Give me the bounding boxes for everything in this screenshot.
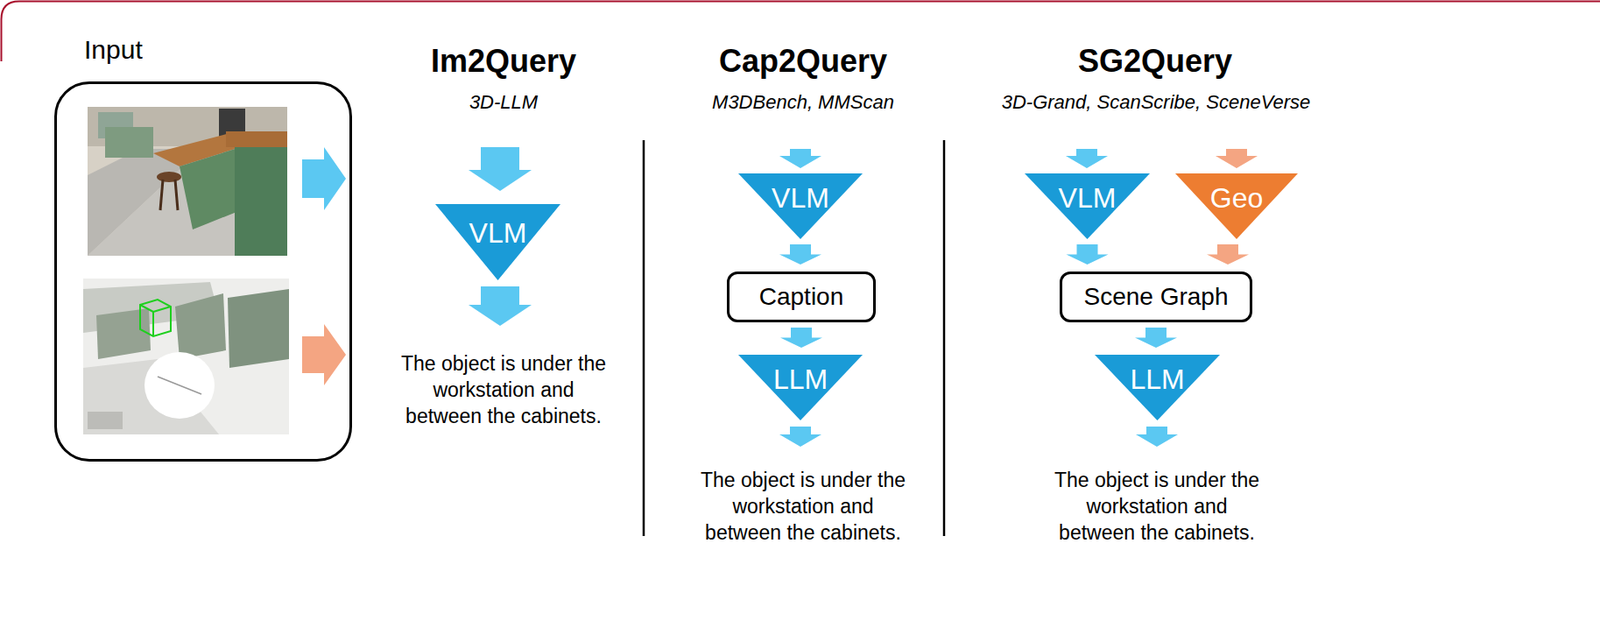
flow-connector [1206,244,1249,265]
triangle-fill [1175,173,1298,240]
flow-arrow [779,426,822,447]
output-text: The object is under the workstation and … [698,466,908,546]
flow-arrow [468,147,532,191]
column-title: SG2Query [953,42,1357,80]
triangle-fill [1024,173,1150,240]
output-text: The object is under the workstation and … [399,350,608,430]
flow-connector [779,244,822,265]
node-text: LLM [773,365,828,395]
column-subtitle: 3D-Grand, ScanScribe, SceneVerse [954,91,1358,114]
panel-heading: Input [84,35,143,65]
process-box: Scene Graph [1059,271,1253,323]
process-triangle: VLM [435,204,561,281]
process-triangle: LLM [1094,354,1220,421]
input-point-cloud [83,278,289,435]
flow-arrow [1135,426,1178,447]
process-triangle: LLM [738,354,863,421]
column-subtitle: M3DBench, MMScan [662,91,944,114]
triangle-fill [738,354,863,421]
input-panel: Input [54,81,353,462]
triangle-fill [435,204,561,281]
process-triangle: VLM [738,173,863,240]
flow-arrow [468,286,532,326]
triangle-fill [738,173,863,240]
flow-arrow [779,148,822,169]
column-title: Cap2Query [662,42,944,80]
node-text: LLM [1129,365,1185,395]
flow-connector [1134,327,1178,348]
node-text: VLM [469,218,528,249]
output-text: The object is under the workstation and … [1052,466,1262,546]
process-box: Caption [726,271,876,323]
triangle-fill [1094,354,1220,421]
flow-arrow [1215,148,1258,169]
input-arrow [302,147,346,211]
input-arrow [302,324,346,386]
node-text: VLM [1058,183,1117,214]
node-text: VLM [771,183,830,214]
input-photo [87,106,288,256]
flow-connector [780,327,823,348]
flow-arrow [1065,148,1108,169]
process-triangle: VLM [1024,173,1150,240]
divider-line [642,140,646,536]
flow-connector [1066,244,1109,265]
column-title: Im2Query [319,42,688,80]
column-subtitle: 3D-LLM [319,91,688,114]
node-text: Caption [759,282,845,311]
node-text: Geo [1210,183,1263,214]
node-text: Scene Graph [1084,282,1229,311]
process-triangle: Geo [1175,173,1298,240]
divider-line [943,140,946,536]
